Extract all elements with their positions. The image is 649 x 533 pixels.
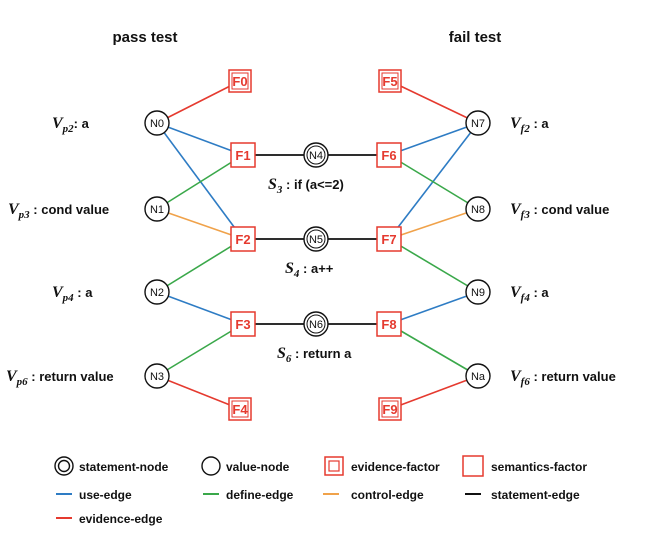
- svg-text:F4: F4: [232, 402, 248, 417]
- fail-var-label-f2: Vf2 : a: [510, 115, 549, 135]
- statement-node-n6: N6: [303, 311, 329, 337]
- legend-evidence-edge: evidence-edge: [56, 512, 163, 526]
- value-node-n0: N0: [144, 110, 170, 136]
- use-edge-n2-f3: [156, 291, 244, 325]
- svg-text:N9: N9: [471, 287, 485, 299]
- pass-var-label-p3: Vp3 : cond value: [8, 201, 109, 221]
- semantics-factor-f2: F2: [230, 226, 256, 252]
- fail-var-label-f6: Vf6 : return value: [510, 368, 616, 388]
- evidence-factor-f0: F0: [228, 69, 252, 93]
- pass-var-label-p4: Vp4 : a: [52, 284, 93, 304]
- svg-text:value-node: value-node: [226, 460, 290, 474]
- svg-text:F1: F1: [235, 148, 250, 163]
- define-edge-f3-n3: [156, 323, 244, 377]
- statement-label-s4: S4 : a++: [285, 260, 334, 280]
- semantics-factor-f6: F6: [376, 142, 402, 168]
- value-node-n3: N3: [144, 363, 170, 389]
- use-edge-n0-f2: [156, 122, 244, 240]
- pass-var-label-p6: Vp6 : return value: [6, 368, 114, 388]
- svg-text:N1: N1: [150, 204, 164, 216]
- legend-statement-node: statement-node: [54, 456, 169, 476]
- svg-text:statement-node: statement-node: [79, 460, 169, 474]
- svg-text:F5: F5: [382, 74, 397, 89]
- svg-text:define-edge: define-edge: [226, 488, 294, 502]
- svg-text:N2: N2: [150, 287, 164, 299]
- svg-text:F3: F3: [235, 317, 250, 332]
- fail-var-label-f4: Vf4 : a: [510, 284, 549, 304]
- evidence-edge-n3-f4: [156, 375, 241, 410]
- control-edge-n1-f2: [156, 208, 244, 240]
- value-node-n2: N2: [144, 279, 170, 305]
- evidence-edge-n0-f0: [156, 80, 241, 124]
- define-edge-f2-n2: [156, 238, 244, 293]
- semantics-factor-f8: F8: [376, 311, 402, 337]
- legend-evidence-factor: evidence-factor: [324, 456, 440, 476]
- define-edge-f6-n8: [388, 154, 479, 210]
- legend-semantics-factor: semantics-factor: [462, 455, 587, 477]
- define-edge-f1-n1: [156, 154, 244, 210]
- svg-text:N7: N7: [471, 118, 485, 130]
- semantics-factor-f3: F3: [230, 311, 256, 337]
- evidence-edge-n7-f5: [389, 80, 479, 124]
- evidence-factor-f5: F5: [378, 69, 402, 93]
- evidence-factor-f4: F4: [228, 397, 252, 421]
- define-edge-f7-n9: [388, 238, 479, 293]
- legend-control-edge: control-edge: [323, 488, 424, 502]
- use-edge-n9-f8: [388, 291, 479, 325]
- svg-text:control-edge: control-edge: [351, 488, 424, 502]
- legend-define-edge: define-edge: [203, 488, 294, 502]
- fail-test-header: fail test: [449, 29, 502, 46]
- svg-text:evidence-factor: evidence-factor: [351, 460, 440, 474]
- svg-text:Na: Na: [471, 371, 486, 383]
- svg-text:F7: F7: [381, 232, 396, 247]
- evidence-edge-na-f9: [389, 375, 479, 410]
- svg-text:F2: F2: [235, 232, 250, 247]
- pass-test-header: pass test: [112, 29, 177, 46]
- statement-label-s3: S3 : if (a<=2): [268, 176, 344, 196]
- svg-text:evidence-edge: evidence-edge: [79, 512, 163, 526]
- statement-node-n4: N4: [303, 142, 329, 168]
- statement-node-n5: N5: [303, 226, 329, 252]
- legend-use-edge: use-edge: [56, 488, 132, 502]
- define-edge-f8-na: [388, 323, 479, 377]
- svg-text:N3: N3: [150, 371, 164, 383]
- use-edge-n7-f7: [388, 122, 479, 240]
- legend-statement-edge: statement-edge: [465, 488, 580, 502]
- value-node-n1: N1: [144, 196, 170, 222]
- svg-text:use-edge: use-edge: [79, 488, 132, 502]
- legend-value-node: value-node: [201, 456, 290, 476]
- use-edge-n0-f1: [156, 122, 244, 156]
- control-edge-n8-f7: [388, 208, 479, 240]
- value-node-n9: N9: [465, 279, 491, 305]
- value-node-n7: N7: [465, 110, 491, 136]
- value-node-na: Na: [465, 363, 491, 389]
- svg-text:F0: F0: [232, 74, 247, 89]
- svg-text:N4: N4: [309, 150, 323, 162]
- pass-var-label-p2: Vp2: a: [52, 115, 90, 135]
- evidence-factor-f9: F9: [378, 397, 402, 421]
- legend: statement-node value-node evidence-facto…: [54, 455, 587, 526]
- svg-text:N6: N6: [309, 319, 323, 331]
- svg-text:F9: F9: [382, 402, 397, 417]
- semantics-factor-f1: F1: [230, 142, 256, 168]
- svg-text:F6: F6: [381, 148, 396, 163]
- statement-label-s6: S6 : return a: [277, 345, 352, 365]
- svg-text:N5: N5: [309, 234, 323, 246]
- edges: [156, 80, 479, 410]
- svg-text:semantics-factor: semantics-factor: [491, 460, 587, 474]
- svg-text:N0: N0: [150, 118, 164, 130]
- value-node-n8: N8: [465, 196, 491, 222]
- use-edge-n7-f6: [388, 122, 479, 156]
- svg-text:N8: N8: [471, 204, 485, 216]
- svg-text:statement-edge: statement-edge: [491, 488, 580, 502]
- semantics-factor-f7: F7: [376, 226, 402, 252]
- svg-text:F8: F8: [381, 317, 396, 332]
- fail-var-label-f3: Vf3 : cond value: [510, 201, 609, 221]
